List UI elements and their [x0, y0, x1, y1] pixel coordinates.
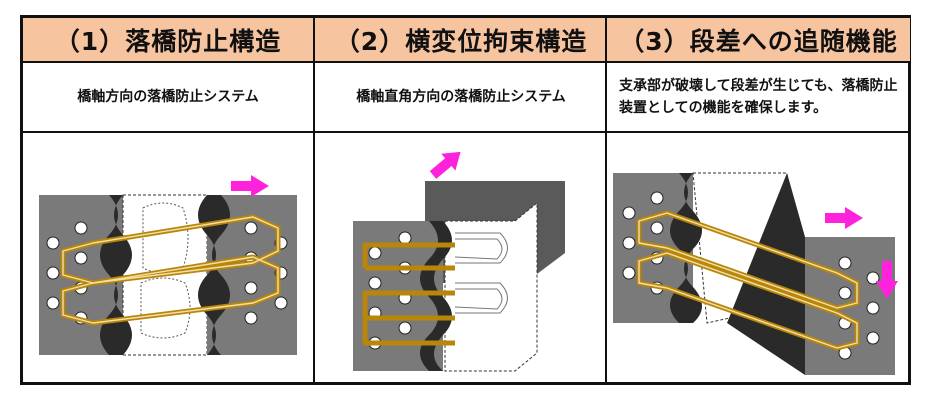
column-description: 橋軸方向の落橋防止システム: [23, 63, 313, 133]
diagram-fall-prevention: [23, 133, 313, 382]
right-block: [444, 201, 538, 372]
ghost-loops: [454, 232, 508, 314]
left-rubber-strip: [670, 173, 702, 323]
left-bolts: [622, 191, 664, 295]
comparison-table: （1）落橋防止構造 橋軸方向の落橋防止システム: [20, 15, 911, 385]
hidden-lines: [140, 202, 191, 339]
cable-loops: [362, 242, 455, 346]
right-bolts: [838, 256, 880, 360]
rubber-strip: [420, 221, 452, 371]
column-description: 橋軸直角方向の落橋防止システム: [315, 63, 607, 133]
column-lateral-restraint: （2）横変位拘束構造 橋軸直角方向の落橋防止システム: [313, 18, 607, 382]
diagram-lateral-restraint: [315, 133, 607, 382]
bolts: [368, 231, 412, 350]
arrow-right-icon: [231, 175, 269, 197]
arrow-down-icon: [876, 261, 898, 299]
column-fall-prevention: （1）落橋防止構造 橋軸方向の落橋防止システム: [23, 18, 313, 382]
column-title: （1）落橋防止構造: [23, 18, 313, 63]
column-step-follow: （3）段差への追随機能 支承部が破壊して段差が生じても、落橋防止装置としての機能…: [605, 18, 910, 382]
left-rubber-strip: [100, 195, 132, 355]
column-description: 支承部が破壊して段差が生じても、落橋防止装置としての機能を確保します。: [607, 63, 910, 133]
sheared-rubber: [727, 173, 805, 375]
arrow-up-right-icon: [429, 151, 461, 179]
column-title: （2）横変位拘束構造: [315, 18, 607, 63]
diagram-step-follow: [607, 133, 910, 382]
right-rubber-strip: [198, 195, 230, 355]
arrow-right-icon: [825, 207, 863, 229]
column-title: （3）段差への追随機能: [607, 18, 910, 63]
